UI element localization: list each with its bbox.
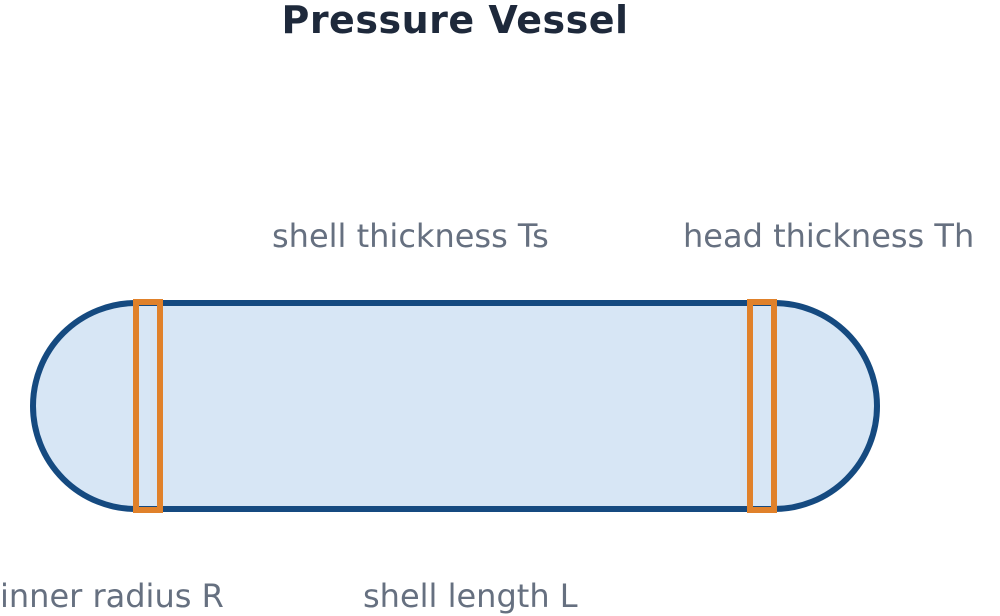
left-thickness-marker [133, 299, 163, 513]
inner-radius-label: inner radius R [0, 577, 224, 615]
head-thickness-label: head thickness Th [683, 217, 975, 255]
diagram-title: Pressure Vessel [281, 0, 629, 42]
right-thickness-marker [747, 299, 777, 513]
shell-length-label: shell length L [363, 577, 578, 615]
cylindrical-shell [133, 300, 777, 512]
shell-thickness-label: shell thickness Ts [272, 217, 549, 255]
